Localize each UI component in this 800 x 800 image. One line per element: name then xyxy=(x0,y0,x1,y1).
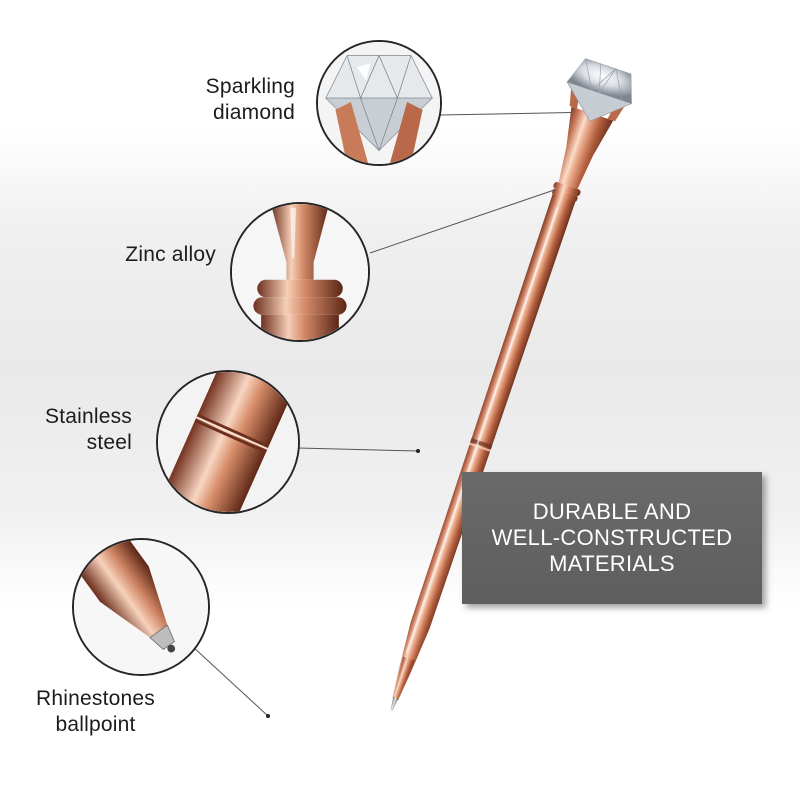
label-stainless-steel: Stainless steel xyxy=(45,404,132,456)
label-zinc-alloy: Zinc alloy xyxy=(125,242,216,268)
label-line: diamond xyxy=(213,101,295,124)
diamond-closeup-circle xyxy=(316,40,442,166)
pen-body xyxy=(390,58,633,712)
leader-dots xyxy=(266,110,600,718)
label-rhinestones-ballpoint: Rhinestones ballpoint xyxy=(36,686,155,738)
materials-banner-text: DURABLE AND WELL-CONSTRUCTED MATERIALS xyxy=(492,499,733,577)
leader-line-ballpoint xyxy=(191,645,269,717)
label-line: Rhinestones xyxy=(36,687,155,710)
label-sparkling-diamond: Sparkling diamond xyxy=(206,74,295,126)
banner-line: WELL-CONSTRUCTED xyxy=(491,525,733,550)
stainless-steel-closeup-image xyxy=(158,372,298,512)
label-line: Sparkling xyxy=(205,75,295,98)
materials-banner: DURABLE AND WELL-CONSTRUCTED MATERIALS xyxy=(462,472,762,604)
leader-line-alloy xyxy=(369,187,561,254)
label-line: ballpoint xyxy=(55,713,136,736)
banner-line: DURABLE AND xyxy=(532,499,692,524)
banner-line: MATERIALS xyxy=(549,551,675,576)
ballpoint-closeup-circle xyxy=(72,538,210,676)
label-line: Stainless xyxy=(44,405,132,428)
label-line: steel xyxy=(86,431,132,454)
ballpoint-closeup-image xyxy=(74,540,208,674)
zinc-alloy-closeup-circle xyxy=(230,202,370,342)
leader-line-steel xyxy=(297,447,419,452)
stainless-steel-closeup-circle xyxy=(156,370,300,514)
leader-lines xyxy=(191,111,599,717)
label-line: Zinc alloy xyxy=(125,243,216,266)
diamond-closeup-image xyxy=(318,42,440,164)
zinc-alloy-closeup-image xyxy=(232,204,368,340)
